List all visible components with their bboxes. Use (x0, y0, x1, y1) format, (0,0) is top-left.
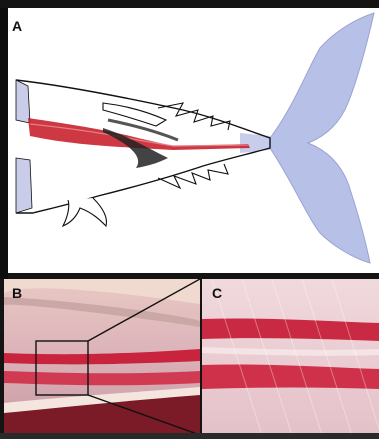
red-band-lower (202, 364, 379, 389)
panel-c-photo: C (202, 279, 379, 435)
second-dorsal-fin (103, 103, 166, 126)
panel-label-c: C (212, 285, 222, 301)
cut-face-lower (16, 158, 32, 213)
panel-label-b: B (12, 285, 22, 301)
fish-diagram (8, 8, 379, 273)
bottom-border (0, 433, 379, 439)
photo-b (4, 279, 200, 435)
photo-c (202, 279, 379, 435)
caudal-fin (270, 13, 374, 263)
panel-a-diagram: A (8, 8, 379, 273)
anal-fin (63, 198, 106, 226)
panel-label-a: A (12, 18, 22, 34)
cut-face-upper (16, 80, 30, 123)
ventral-finlets (158, 164, 228, 188)
panel-b-photo: B (4, 279, 200, 435)
left-border (0, 8, 8, 279)
